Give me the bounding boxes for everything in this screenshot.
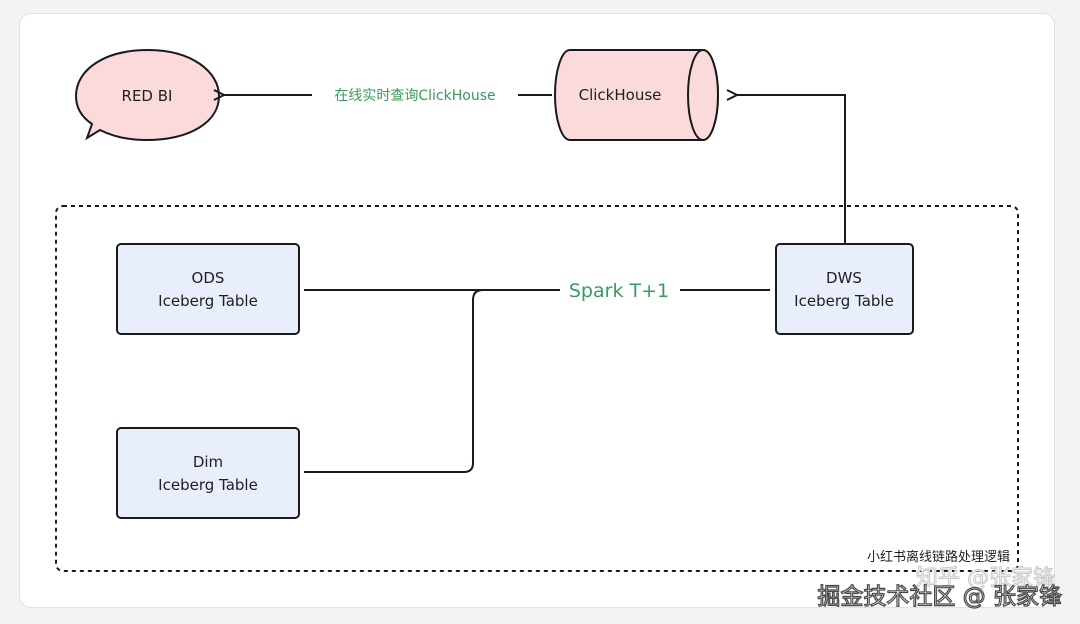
dim-node: Dim Iceberg Table (116, 427, 300, 519)
spark-edge-label: Spark T+1 (569, 280, 669, 302)
clickhouse-label: ClickHouse (579, 86, 662, 104)
dim-connector (304, 289, 484, 473)
clickhouse-node: ClickHouse (554, 49, 719, 141)
cylinder-cap (687, 49, 719, 141)
dws-node: DWS Iceberg Table (775, 243, 914, 335)
zhihu-watermark: 知乎 @张家锋 (916, 566, 1055, 591)
offline-pipeline-group (55, 205, 1019, 572)
ods-subtitle: Iceberg Table (158, 292, 258, 310)
dws-subtitle: Iceberg Table (794, 292, 894, 310)
dim-title: Dim (193, 453, 223, 471)
dws-to-clickhouse-arrow (737, 95, 846, 244)
juejin-watermark: 掘金技术社区 @ 张家锋 (817, 584, 1062, 610)
group-caption: 小红书离线链路处理逻辑 (867, 549, 1010, 565)
red-bi-node: RED BI (74, 48, 221, 142)
speech-bubble-shape (74, 48, 221, 142)
ods-title: ODS (192, 269, 225, 287)
dws-title: DWS (826, 269, 862, 287)
red-bi-label: RED BI (122, 87, 173, 105)
query-edge-label: 在线实时查询ClickHouse (334, 88, 495, 104)
ods-node: ODS Iceberg Table (116, 243, 300, 335)
dim-subtitle: Iceberg Table (158, 476, 258, 494)
